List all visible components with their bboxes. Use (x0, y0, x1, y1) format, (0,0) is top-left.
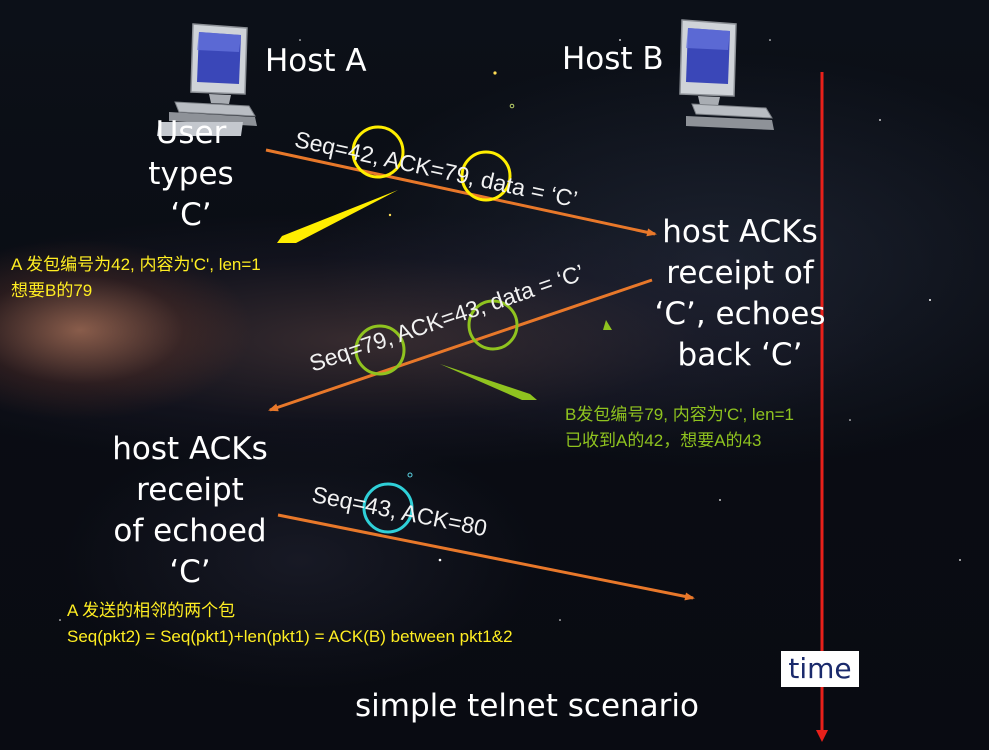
callout-pointer-a (277, 190, 398, 243)
b-send-note: B发包编号79, 内容为'C', len=1 已收到A的42，想要A的43 (565, 402, 794, 454)
callout-pointer-b2 (603, 320, 612, 330)
seq79-highlight-circle (354, 324, 406, 376)
host-b-acks-text: host ACKs receipt of ‘C’, echoes back ‘C… (654, 214, 826, 373)
adjacent-packets-note-line1: A 发送的相邻的两个包 (67, 601, 236, 620)
adjacent-packets-note: A 发送的相邻的两个包 Seq(pkt2) = Seq(pkt1)+len(pk… (67, 598, 513, 650)
host-a-computer-icon (156, 23, 257, 136)
a-send-note-line1: A 发包编号为42, 内容为'C', len=1 (11, 255, 261, 274)
segment-2-arrow (268, 278, 653, 412)
host-b-computer-icon (679, 19, 774, 130)
host-a-label: Host A (265, 43, 367, 79)
host-b-label: Host B (562, 41, 664, 77)
ack79-highlight-circle (460, 150, 512, 202)
segment-3-arrow (277, 513, 695, 601)
a-send-note: A 发包编号为42, 内容为'C', len=1 想要B的79 (11, 252, 261, 304)
a-send-note-line2: 想要B的79 (11, 281, 93, 300)
stars (59, 39, 961, 621)
adjacent-packets-note-line2: Seq(pkt2) = Seq(pkt1)+len(pkt1) = ACK(B)… (67, 627, 513, 646)
time-label: time (781, 651, 859, 687)
ack43-highlight-circle (467, 299, 519, 351)
scenario-caption: simple telnet scenario (355, 688, 699, 724)
seq43-highlight-circle (362, 482, 414, 534)
user-types-text: User types ‘C’ (148, 115, 234, 233)
seq42-highlight-circle (351, 125, 405, 179)
host-a-acks-text: host ACKs receipt of echoed ‘C’ (112, 431, 268, 590)
callout-pointer-b (440, 364, 537, 400)
b-send-note-line1: B发包编号79, 内容为'C', len=1 (565, 405, 794, 424)
segment-1-arrow (265, 148, 657, 237)
b-send-note-line2: 已收到A的42，想要A的43 (565, 431, 762, 450)
